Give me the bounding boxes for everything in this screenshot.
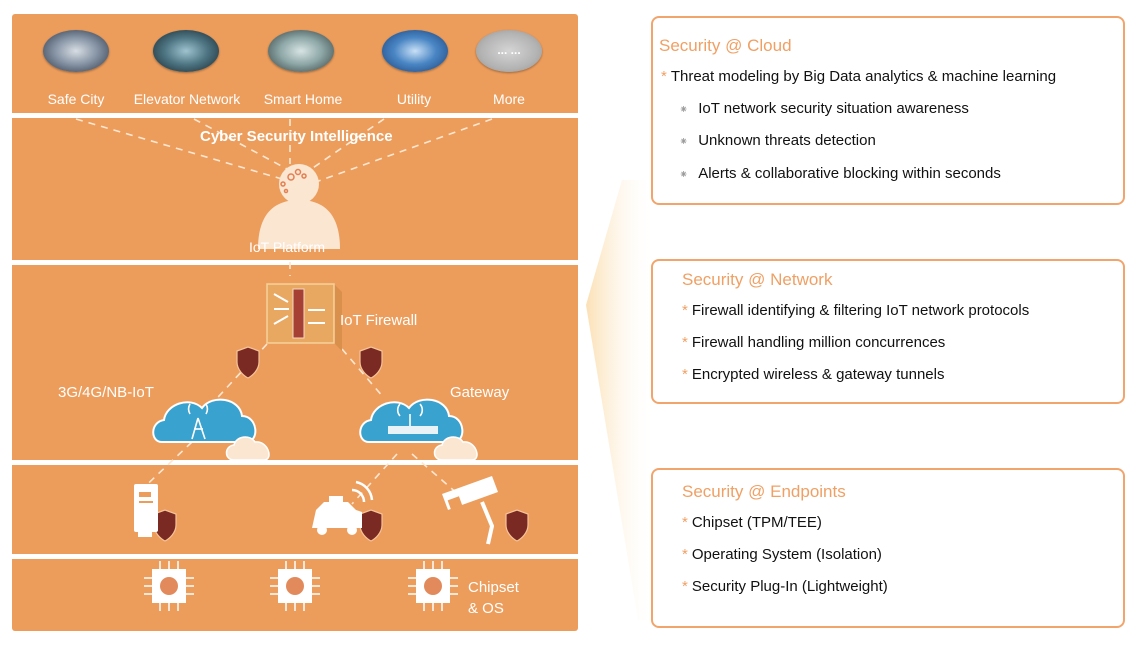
elevator-network-image bbox=[153, 30, 219, 72]
app-label-elevator-network: Elevator Network bbox=[133, 91, 241, 107]
asterisk-bullet-icon: * bbox=[682, 578, 688, 595]
wireless-label: 3G/4G/NB-IoT bbox=[58, 384, 154, 401]
cloud-sub-item-text: IoT network security situation awareness bbox=[698, 100, 969, 117]
chipset-label: Chipset bbox=[468, 579, 519, 596]
highlight-beam bbox=[586, 180, 654, 620]
iot-platform-icon bbox=[258, 164, 340, 249]
endpoint-item-text: Operating System (Isolation) bbox=[691, 546, 882, 563]
cloud-sub-item: ⁕ IoT network security situation awarenes… bbox=[679, 100, 969, 117]
asterisk-bullet-icon: * bbox=[682, 514, 688, 531]
intelligence-lines bbox=[75, 118, 493, 505]
cloud-sub-item: ⁕ Unknown threats detection bbox=[679, 132, 876, 149]
app-label-utility: Utility bbox=[396, 91, 432, 107]
cloud-sub-item-text: Alerts & collaborative blocking within s… bbox=[698, 165, 1001, 182]
layer-divider-network bbox=[12, 460, 578, 465]
diagram-graphics bbox=[75, 118, 529, 611]
network-item-text: Firewall handling million concurrences bbox=[691, 334, 946, 351]
endpoint-item: *Chipset (TPM/TEE) bbox=[682, 514, 822, 531]
chip-icon-2 bbox=[270, 561, 320, 611]
app-label-more: More bbox=[493, 91, 525, 107]
iot-firewall-icon bbox=[266, 283, 342, 351]
smart-home-image bbox=[268, 30, 334, 72]
security-cloud-card: Security @ Cloud *Threat modeling by Big… bbox=[651, 16, 1125, 205]
layer-divider-apps bbox=[12, 113, 578, 118]
cloud-main-item-text: Threat modeling by Big Data analytics & … bbox=[670, 68, 1057, 85]
sub-bullet-icon: ⁕ bbox=[679, 136, 689, 148]
chip-icon-3 bbox=[408, 561, 458, 611]
wireless-cloud-icon bbox=[152, 398, 270, 461]
endpoint-item: *Security Plug-In (Lightweight) bbox=[682, 578, 888, 595]
chip-icon-1 bbox=[144, 561, 194, 611]
cloud-sub-item-text: Unknown threats detection bbox=[698, 132, 876, 149]
gateway-label: Gateway bbox=[450, 384, 510, 401]
architecture-panel: ... ... Safe City Elevator Network Smart… bbox=[12, 14, 578, 631]
card-title-cloud: Security @ Cloud bbox=[659, 36, 792, 55]
asterisk-bullet-icon: * bbox=[682, 302, 688, 319]
utility-image bbox=[382, 30, 448, 72]
os-label: & OS bbox=[468, 600, 504, 617]
cloud-main-item: *Threat modeling by Big Data analytics &… bbox=[661, 68, 1056, 85]
security-endpoints-card: Security @ Endpoints *Chipset (TPM/TEE) … bbox=[651, 468, 1125, 628]
more-placeholder: ... ... bbox=[476, 30, 542, 72]
security-network-card: Security @ Network *Firewall identifying… bbox=[651, 259, 1125, 404]
connected-car-icon bbox=[312, 480, 374, 535]
app-label-safe-city: Safe City bbox=[47, 91, 105, 107]
card-title-endpoints: Security @ Endpoints bbox=[682, 482, 846, 501]
iot-platform-label: IoT Platform bbox=[249, 239, 325, 255]
chipset-icons bbox=[144, 561, 458, 611]
network-item: *Firewall handling million concurrences bbox=[682, 334, 945, 351]
cyber-security-intelligence-label: Cyber Security Intelligence bbox=[200, 128, 393, 145]
network-item-text: Encrypted wireless & gateway tunnels bbox=[691, 366, 945, 383]
layer-divider-endpoints bbox=[12, 554, 578, 559]
layer-divider-platform bbox=[12, 260, 578, 265]
asterisk-bullet-icon: * bbox=[682, 334, 688, 351]
network-item: *Firewall identifying & filtering IoT ne… bbox=[682, 302, 1029, 319]
iot-firewall-label: IoT Firewall bbox=[340, 312, 418, 329]
endpoint-item-text: Security Plug-In (Lightweight) bbox=[691, 578, 888, 595]
sub-bullet-icon: ⁕ bbox=[679, 104, 689, 116]
safe-city-image bbox=[43, 30, 109, 72]
sub-bullet-icon: ⁕ bbox=[679, 169, 689, 181]
network-item-text: Firewall identifying & filtering IoT net… bbox=[691, 302, 1030, 319]
asterisk-bullet-icon: * bbox=[661, 68, 667, 85]
asterisk-bullet-icon: * bbox=[682, 366, 688, 383]
cloud-sub-item: ⁕ Alerts & collaborative blocking within … bbox=[679, 165, 1001, 182]
surveillance-camera-icon bbox=[442, 476, 498, 545]
asterisk-bullet-icon: * bbox=[682, 546, 688, 563]
endpoint-item-text: Chipset (TPM/TEE) bbox=[691, 514, 822, 531]
network-item: *Encrypted wireless & gateway tunnels bbox=[682, 366, 944, 383]
card-title-network: Security @ Network bbox=[682, 270, 833, 289]
app-label-smart-home: Smart Home bbox=[263, 91, 343, 107]
endpoint-item: *Operating System (Isolation) bbox=[682, 546, 882, 563]
shield-icons bbox=[153, 346, 529, 542]
gateway-cloud-icon bbox=[359, 398, 478, 461]
meter-device-icon bbox=[134, 484, 158, 537]
